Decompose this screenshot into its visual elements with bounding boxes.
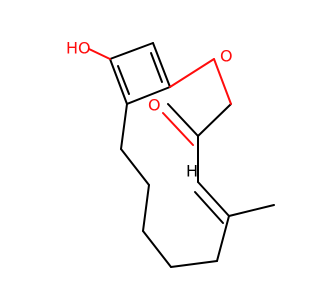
bond-methyl — [228, 204, 275, 217]
bond-hydroxyl-o — [88, 48, 111, 60]
bond-chain-4 — [142, 230, 172, 268]
bond-alkene-1 — [216, 215, 230, 262]
bond-ring-o-1 — [213, 58, 232, 105]
bond-alkene-double-inner — [194, 191, 224, 224]
bond-chain-2 — [120, 148, 150, 186]
bond-carbonyl-c — [167, 103, 199, 137]
carbonyl-oxygen-label: O — [148, 96, 161, 115]
bond-carbonyl-o — [162, 112, 194, 146]
bond-chain-1 — [120, 103, 128, 150]
bond-aromatic-inner-1 — [150, 52, 163, 83]
bond-ring-1 — [109, 42, 154, 60]
bond-chain-3 — [142, 184, 150, 232]
bond-ring-o-2 — [169, 58, 215, 88]
ring-oxygen-label: O — [220, 47, 233, 66]
bond-ester-up — [197, 103, 232, 137]
bond-chain-5 — [170, 260, 218, 268]
bond-aromatic-inner-2 — [117, 65, 130, 95]
alkene-h-label: H — [186, 162, 198, 181]
molecule-structure: HO O O H — [66, 39, 275, 268]
bond-ring-2 — [152, 42, 171, 88]
hydroxyl-label: HO — [66, 39, 91, 58]
bond-ring-4 — [109, 58, 128, 105]
bond-ring-3 — [126, 86, 171, 105]
bond-alkene-double — [197, 181, 230, 217]
